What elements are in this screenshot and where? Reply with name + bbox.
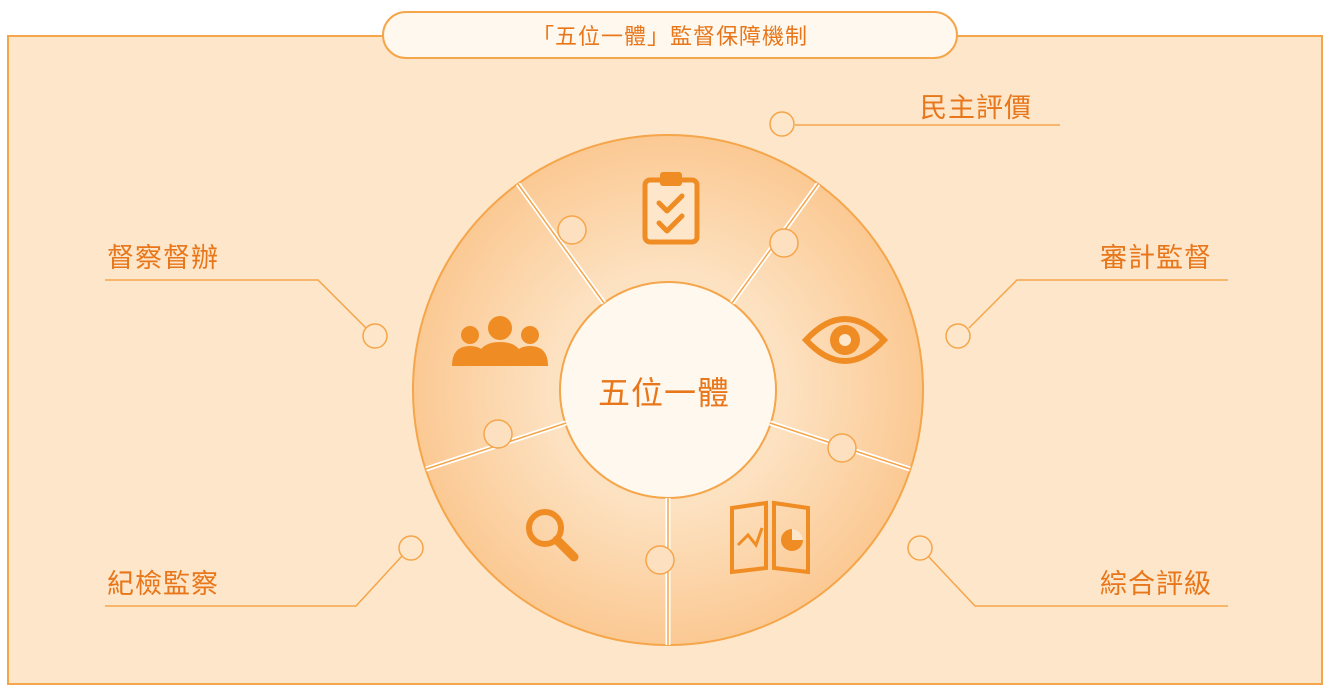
connectors: [105, 111, 1228, 607]
center-label: 五位一體: [598, 374, 731, 412]
puzzle-knobs: [483, 215, 857, 575]
eye-icon: [801, 316, 889, 364]
label-zonghe-pingji: 綜合評級: [1100, 569, 1212, 600]
label-shenji-jiandu: 審計監督: [1100, 243, 1212, 274]
people-group-icon: [452, 316, 548, 366]
magnifier-icon: [526, 509, 579, 562]
diagram-title: 「五位一體」監督保障機制: [382, 11, 958, 59]
label-minzhu-pingjia: 民主評價: [920, 93, 1032, 124]
book-chart-icon: [730, 500, 810, 575]
label-jijian-jiancha: 紀檢監察: [107, 569, 219, 600]
clipboard-check-icon: [642, 172, 700, 245]
label-ducha-duban: 督察督辦: [107, 243, 219, 274]
